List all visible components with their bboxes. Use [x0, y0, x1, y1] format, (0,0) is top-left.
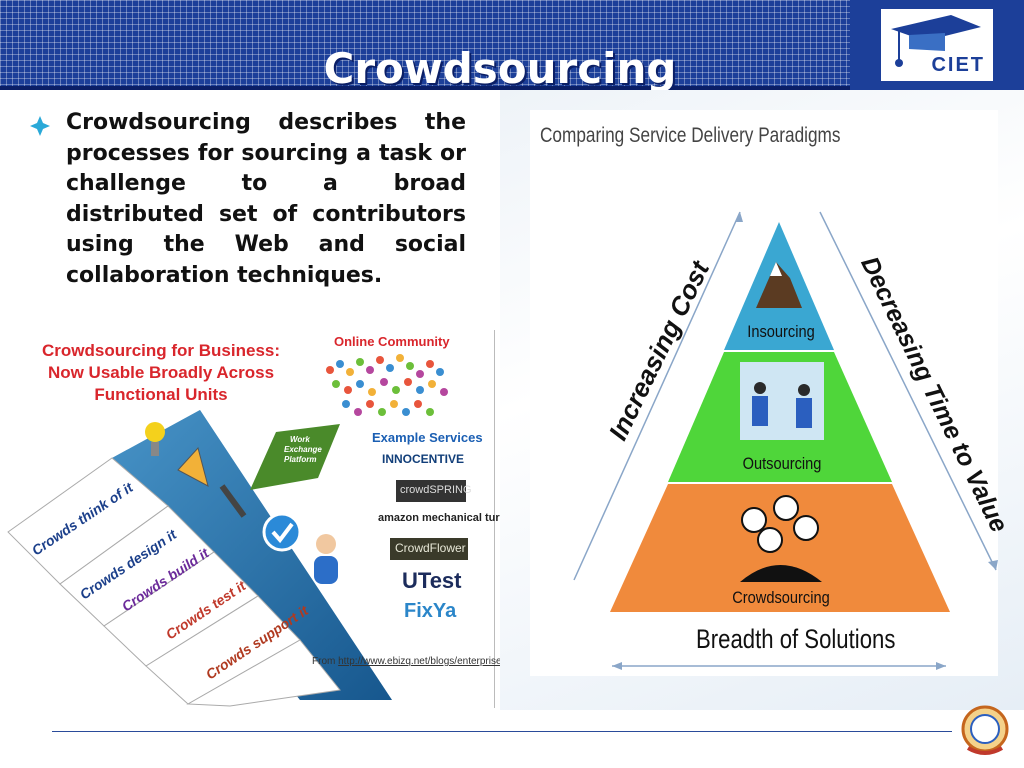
header-band — [0, 0, 850, 90]
graduation-cap-icon — [891, 15, 981, 67]
bullet-text: Crowdsourcing describes the processes fo… — [66, 110, 466, 288]
lightbulb-base-icon — [151, 442, 159, 456]
person-right-icon — [798, 384, 810, 396]
platform-label-line: Platform — [284, 455, 316, 464]
breadth-axis-left-head — [612, 662, 622, 670]
innocentive-logo: INNOCENTIVE — [382, 452, 465, 466]
source-prefix: From — [312, 656, 339, 667]
support-person-icon — [316, 534, 336, 554]
crowd-faces-icon — [740, 495, 822, 582]
work-exchange-arrow — [250, 424, 340, 490]
crowd-rows — [7, 457, 341, 707]
fixya-logo: FixYa — [404, 600, 457, 622]
person-left-icon — [754, 382, 766, 394]
logo-text: CIET — [931, 54, 985, 76]
crowd-people-icon — [326, 354, 448, 416]
tier-label-insourcing: Insourcing — [747, 322, 815, 341]
person-left-body-icon — [752, 396, 768, 426]
wrench-icon — [219, 484, 247, 518]
business-title-line: Crowdsourcing for Business: — [41, 341, 281, 360]
breadth-axis-right-head — [936, 662, 946, 670]
crowdspring-logo: crowdSPRING — [396, 480, 472, 502]
time-axis-arrowhead — [988, 560, 998, 570]
platform-label-line: Work — [290, 435, 310, 444]
business-figure-title: Crowdsourcing for Business: Now Usable B… — [26, 340, 296, 406]
breadth-label: Breadth of Solutions — [696, 624, 896, 654]
business-title-line: Now Usable Broadly Across — [47, 363, 275, 382]
check-mark-glyph — [271, 522, 294, 544]
crowdflower-logo: CrowdFlower — [390, 538, 468, 560]
source-link[interactable]: http://www.ebizq.net/blogs/enterprise — [338, 656, 502, 667]
amazon-mturk-logo: amazon mechanical turk — [378, 512, 506, 524]
example-services-label: Example Services — [372, 430, 483, 445]
tier-label-outsourcing: Outsourcing — [742, 454, 822, 473]
slide-title: Crowdsourcing — [323, 44, 677, 93]
person-right-body-icon — [796, 398, 812, 428]
cost-axis-arrowhead — [735, 212, 743, 222]
mountain-peak-icon — [770, 262, 782, 276]
logo-panel: CIET — [850, 0, 1024, 90]
support-person-body-icon — [314, 556, 338, 584]
lightbulb-icon — [145, 422, 165, 442]
ciet-logo: CIET — [881, 9, 993, 81]
ncert-seal-icon — [961, 705, 1009, 755]
platform-label-line: Exchange — [284, 445, 322, 454]
time-axis-arrow — [819, 211, 997, 571]
tier-label-crowdsourcing: Crowdsourcing — [732, 588, 830, 607]
online-community-label: Online Community — [334, 334, 450, 349]
utest-logo: UTest — [402, 568, 462, 593]
diamond-bullet-icon — [30, 116, 50, 136]
checkmark-icon — [262, 512, 302, 552]
figure-divider — [494, 330, 495, 708]
footer-line — [52, 731, 952, 732]
business-title-line: Functional Units — [94, 385, 228, 404]
paradigms-title: Comparing Service Delivery Paradigms — [540, 124, 841, 147]
source-citation: From http://www.ebizq.net/blogs/enterpri… — [312, 656, 502, 667]
mountain-icon — [756, 262, 802, 308]
design-tools-icon — [177, 446, 209, 487]
cost-axis-arrow — [573, 211, 741, 581]
